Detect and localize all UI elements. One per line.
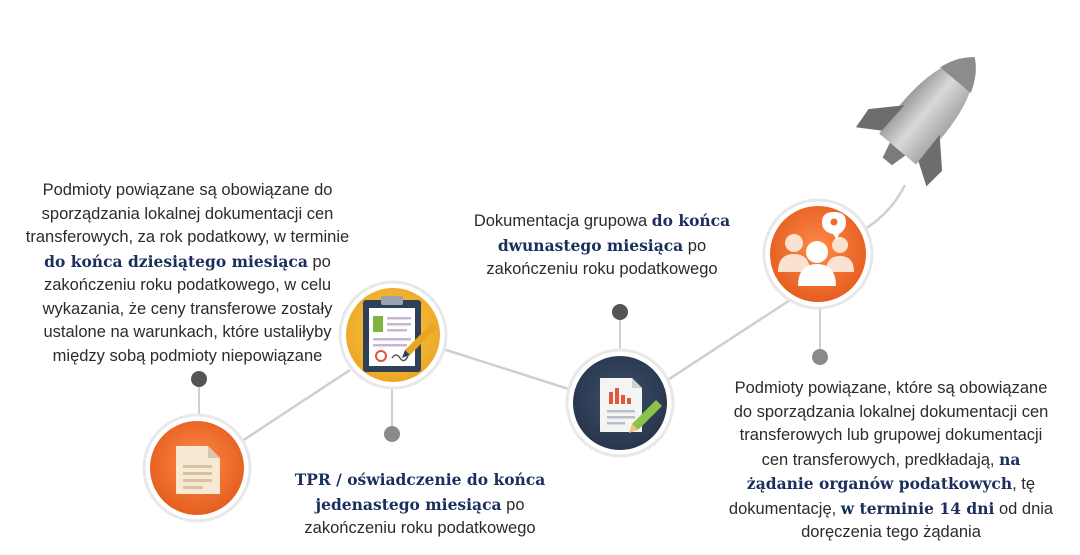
text-on-request: Podmioty powiązane, które są obowiązane … — [728, 379, 1054, 541]
report-chart-icon — [600, 378, 662, 433]
document-icon — [176, 446, 220, 494]
milestone-4 — [762, 198, 874, 310]
text-group-documentation: Dokumentacja grupowa do końca dwunastego… — [473, 211, 731, 278]
team-idea-icon — [778, 212, 854, 286]
connector-line — [859, 184, 907, 234]
clipboard-report-icon — [363, 296, 437, 372]
text-tpr-statement: TPR / oświadczenie do końca jedenastego … — [294, 470, 546, 537]
stem-dot — [812, 349, 828, 365]
text-local-documentation: Podmioty powiązane są obowiązane do spor… — [25, 181, 350, 365]
stem-dot — [191, 371, 207, 387]
stem-dot — [612, 304, 628, 320]
milestone-1 — [142, 413, 252, 523]
stem-dot — [384, 426, 400, 442]
connector-line — [235, 368, 351, 447]
connector-line — [659, 298, 791, 387]
rocket-icon — [855, 57, 976, 187]
milestone-2 — [338, 280, 448, 390]
connector-line — [439, 346, 579, 394]
milestone-3 — [565, 348, 675, 458]
